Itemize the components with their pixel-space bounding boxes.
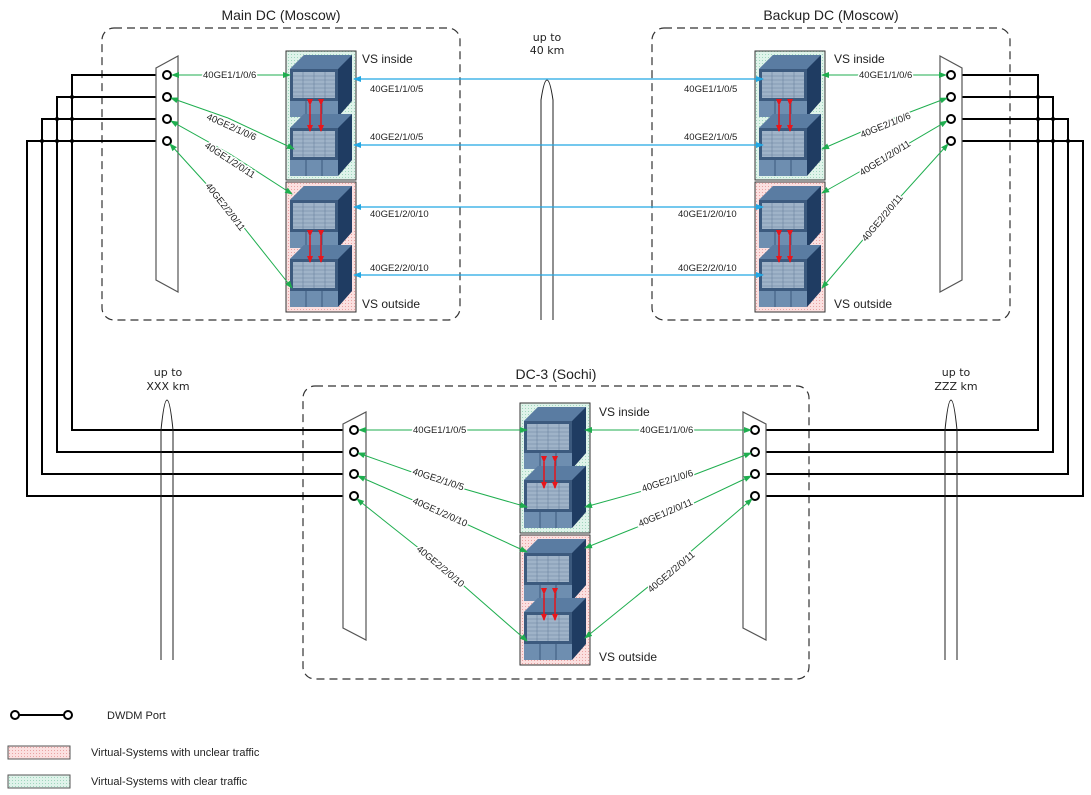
main-vs-inside-label: VS inside [362,52,413,66]
legend: DWDM Port Virtual-Systems with unclear t… [7,710,260,789]
inter-link-3-right-label: 40GE1/2/0/10 [678,209,737,220]
sochi-right-mux-link-4-label: 40GE2/2/0/11 [646,550,697,596]
distance-moscow-line2: 40 km [530,44,565,57]
dwdm-trunk-right-4 [760,140,1084,497]
legend-clear-swatch [7,774,71,789]
legend-clear-label: Virtual-Systems with clear traffic [91,776,248,788]
sochi-left-mux-link-1-label: 40GE1/1/0/5 [413,425,466,436]
sochi-dc-frame: DC-3 (Sochi) [302,366,810,680]
backup-mux-link-2-label: 40GE2/1/0/6 [859,111,913,141]
dwdm-trunk-right-3 [760,118,1069,475]
main-mux-link-4-label: 40GE2/2/0/11 [203,181,247,233]
dwdm-trunk-right-1 [760,74,1039,431]
inter-dc-links [353,76,764,278]
sochi-left-mux-link-4-label: 40GE2/2/0/10 [414,544,466,590]
switches [289,54,822,661]
sochi-left-mux-link-3-label: 40GE1/2/0/10 [411,496,469,530]
legend-unclear-label: Virtual-Systems with unclear traffic [91,747,260,759]
inter-link-2-right-label: 40GE2/1/0/5 [684,132,737,143]
mux-links [169,72,949,642]
main-dc-mux [155,54,179,294]
inter-link-1-right-label: 40GE1/1/0/5 [684,84,737,95]
backup-mux-link-1-label: 40GE1/1/0/6 [859,70,912,81]
sochi-right-mux [742,411,767,641]
backup-mux-link-4-label: 40GE2/2/0/11 [860,192,906,243]
legend-unclear-swatch [7,745,71,760]
backup-vs-inside-label: VS inside [834,52,885,66]
dwdm-ports [162,70,956,501]
distance-main-sochi: up to XXX km [146,366,190,660]
backup-vs-outside-label: VS outside [834,297,892,311]
sochi-vs-outside-label: VS outside [599,650,657,664]
backup-dc-frame: Backup DC (Moscow) [651,7,1011,321]
inter-link-4-right-label: 40GE2/2/0/10 [678,263,737,274]
dwdm-trunks [26,74,1084,497]
dwdm-trunk-left-2 [56,96,346,453]
stack-links [307,99,793,621]
sochi-dc-title: DC-3 (Sochi) [516,366,597,382]
sochi-vs-inside-label: VS inside [599,405,650,419]
backup-dc-title: Backup DC (Moscow) [763,7,898,23]
dwdm-trunk-left-3 [41,118,346,475]
legend-dwdm-port-icon [10,710,73,720]
dwdm-trunk-left-1 [71,74,346,431]
main-dc-frame: Main DC (Moscow) [101,7,461,321]
inter-link-4-left-label: 40GE2/2/0/10 [370,263,429,274]
inter-link-3-left-label: 40GE1/2/0/10 [370,209,429,220]
distance-zzz-line1: up to [942,366,971,379]
main-dc-title: Main DC (Moscow) [221,7,340,23]
legend-dwdm-label: DWDM Port [107,710,166,722]
dwdm-trunk-left-4 [26,140,346,497]
distance-moscow-line1: up to [533,31,562,44]
distance-moscow: up to 40 km [530,31,565,320]
switch-icon [523,406,587,470]
sochi-left-mux [342,411,367,641]
distance-backup-sochi: up to ZZZ km [934,366,978,660]
sochi-right-mux-link-1-label: 40GE1/1/0/6 [640,425,693,436]
main-mux-link-2-label: 40GE2/1/0/6 [205,112,258,144]
main-vs-outside-label: VS outside [362,297,420,311]
main-mux-link-1-label: 40GE1/1/0/6 [203,70,256,81]
main-mux-link-3-label: 40GE1/2/0/11 [202,140,257,181]
switch-icon [523,538,587,602]
distance-xxx-line2: XXX km [146,380,189,393]
inter-link-1-left-label: 40GE1/1/0/5 [370,84,423,95]
distance-zzz-line2: ZZZ km [934,380,977,393]
junction-dots [40,95,1070,143]
dwdm-trunk-right-2 [760,96,1054,453]
sochi-right-mux-link-2-label: 40GE2/1/0/6 [641,468,695,495]
backup-mux-link-3-label: 40GE1/2/0/11 [858,139,913,179]
inter-link-2-left-label: 40GE2/1/0/5 [370,132,423,143]
backup-dc-mux [939,54,963,294]
sochi-left-mux-link-2-label: 40GE2/1/0/5 [411,466,465,493]
sochi-right-mux-link-3-label: 40GE1/2/0/11 [637,497,695,530]
distance-xxx-line1: up to [154,366,183,379]
